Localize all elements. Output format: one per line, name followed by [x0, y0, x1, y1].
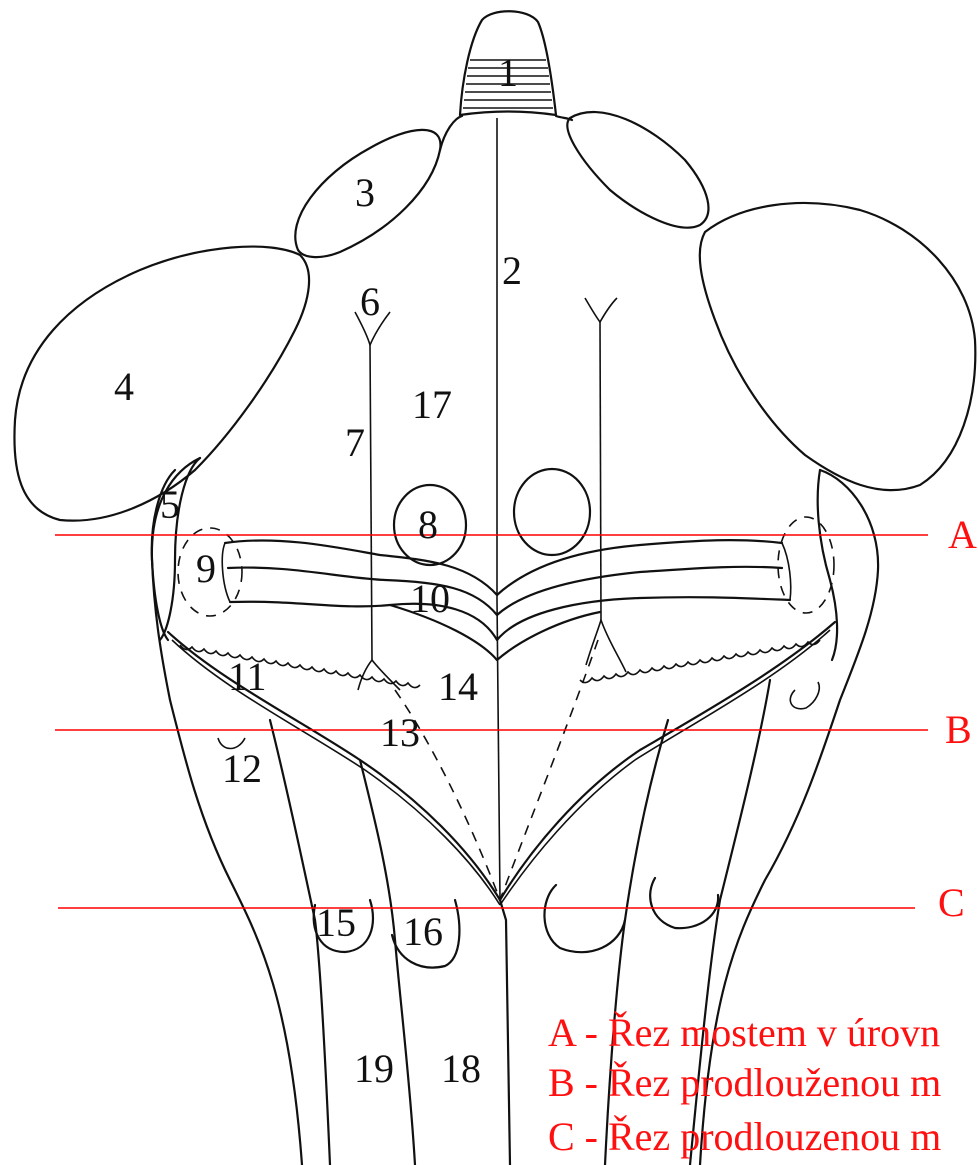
- structure-15-16-tubercles: [314, 878, 718, 968]
- label-2: 2: [502, 248, 522, 293]
- label-13: 13: [380, 710, 420, 755]
- label-5: 5: [160, 482, 180, 527]
- structure-4-hemispheres: [14, 203, 975, 521]
- label-11: 11: [228, 654, 267, 699]
- cut-lines: [55, 535, 928, 908]
- label-8: 8: [418, 502, 438, 547]
- structure-11-rhomboid-border: [168, 622, 835, 905]
- label-1: 1: [498, 50, 518, 95]
- legend-c: C - Řez prodlouzenou m: [548, 1114, 941, 1159]
- label-10: 10: [410, 576, 450, 621]
- label-14: 14: [438, 664, 478, 709]
- label-7: 7: [345, 420, 365, 465]
- structure-10-bands: [222, 540, 790, 660]
- cut-label-b: B: [945, 707, 972, 752]
- cut-label-c: C: [938, 880, 965, 925]
- label-18: 18: [441, 1046, 481, 1091]
- structure-12-cup-mirror: [790, 682, 819, 709]
- label-4: 4: [114, 364, 134, 409]
- structure-14-dashed-lines: [395, 600, 598, 900]
- label-19: 19: [354, 1046, 394, 1091]
- label-16: 16: [403, 909, 443, 954]
- label-12: 12: [222, 746, 262, 791]
- cut-label-a: A: [948, 512, 977, 557]
- label-6: 6: [360, 279, 380, 324]
- label-15: 15: [316, 900, 356, 945]
- legend-a: A - Řez mostem v úrovn: [548, 1010, 940, 1055]
- label-17: 17: [412, 382, 452, 427]
- label-9: 9: [196, 546, 216, 591]
- legend-b: B - Řez prodlouženou m: [548, 1060, 941, 1105]
- label-3: 3: [355, 170, 375, 215]
